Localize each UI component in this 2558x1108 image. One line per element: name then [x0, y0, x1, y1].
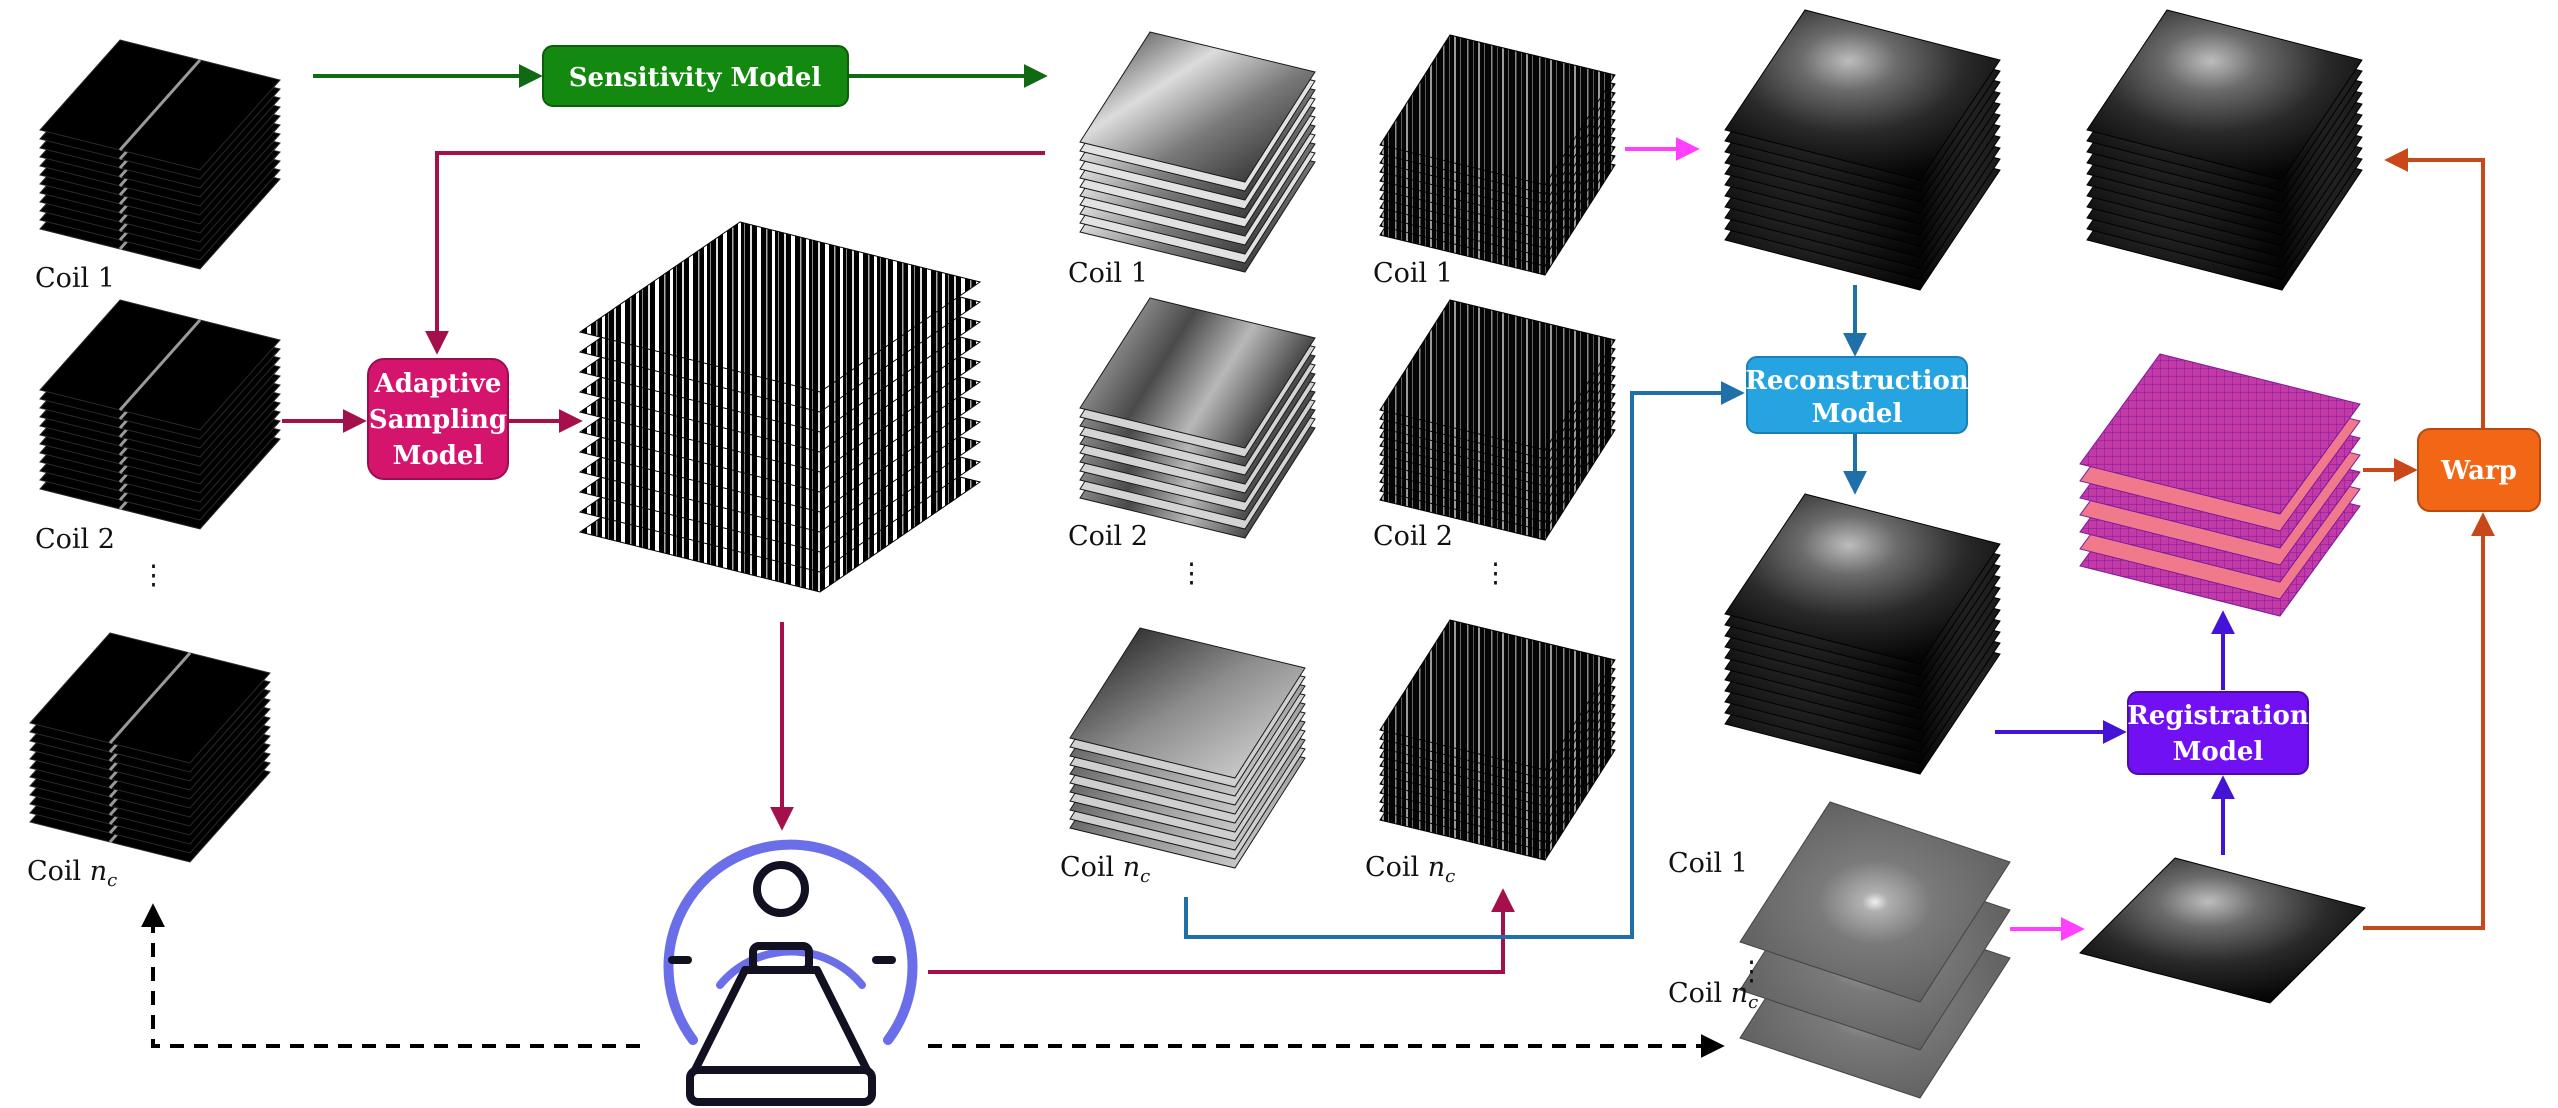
sensitivity-map-coil-1	[1079, 31, 1316, 273]
adaptive-line1: Adaptive	[374, 369, 502, 399]
sensitivity-map-coil-nc	[1069, 627, 1306, 869]
sensitivity-map-coil-2-slice	[1079, 297, 1316, 449]
coil-nc-label-under: Coil nc	[1365, 852, 1455, 887]
adaptive-sampling-rect	[367, 358, 509, 480]
coil-nc-sub: c	[107, 870, 117, 891]
sensitivity-model-rect	[542, 45, 849, 107]
arrow-maps-to-adaptive	[425, 151, 1045, 355]
reconstructed-image-stack	[1724, 493, 2001, 775]
sampling-mask-stack	[578, 221, 982, 593]
coarse-image-stack	[1724, 9, 2001, 291]
sensitivity-map-coil-2	[1079, 297, 1316, 539]
coil-nc-input-stack	[29, 632, 271, 863]
registration-rect	[2127, 691, 2309, 775]
registration-model-box: Registration Model	[2127, 691, 2309, 775]
sensitivity-map-coil-nc-slice	[1069, 627, 1306, 779]
registration-line2: Model	[2173, 737, 2264, 767]
coil-nc-input-stack-line-signal	[108, 652, 192, 744]
coil-nc-label-left: Coil nc	[27, 856, 117, 891]
coil-nc-prefix: Coil	[1668, 978, 1731, 1009]
coil-2-label-left: Coil 2	[35, 524, 115, 555]
sensitivity-model-label: Sensitivity Model	[569, 63, 822, 93]
kspace-stack	[1739, 801, 2011, 1099]
adaptive-line3: Model	[393, 441, 484, 471]
arrow-scanner-to-undersampled	[928, 888, 1515, 974]
warp-label: Warp	[2440, 456, 2517, 486]
warped-output-stack-slice	[2086, 9, 2363, 181]
deformation-field-stack	[2079, 353, 2361, 617]
warp-rect	[2417, 428, 2541, 512]
undersampled-coil-2	[1379, 299, 1616, 541]
coil-1-label-kspace: Coil 1	[1668, 848, 1748, 879]
warp-box: Warp	[2417, 428, 2541, 512]
coil-nc-var: n	[90, 856, 107, 887]
adaptive-line2: Sampling	[369, 405, 507, 435]
undersampled-coil-nc-slice	[1379, 619, 1616, 771]
coil-nc-sub: c	[1748, 992, 1758, 1013]
coarse-image-stack-slice	[1724, 9, 2001, 181]
sensitivity-map-coil-1-slice	[1079, 31, 1316, 183]
scanner-inner-arc	[716, 947, 866, 989]
target-frame-slice	[2079, 857, 2366, 1004]
reconstruction-line1: Reconstruction	[1745, 366, 1969, 396]
coil-2-input-stack-line-signal	[118, 319, 202, 411]
coil-1-input-stack-line-signal	[118, 59, 202, 151]
coil-labels: Coil 1 Coil 2 ⋮ Coil nc Coil 1 Coil 2 ⋮ …	[27, 258, 1765, 1013]
coil-nc-sub: c	[1140, 866, 1150, 887]
coil-nc-prefix: Coil	[1060, 852, 1123, 883]
ellipsis-under: ⋮	[1482, 558, 1509, 589]
coil-1-input-stack	[39, 39, 281, 270]
arrow-target-to-warp	[2363, 512, 2495, 930]
deformation-field-stack-slice	[2079, 353, 2361, 515]
image-stacks	[29, 9, 2366, 1099]
reconstruction-model-box: Reconstruction Model	[1745, 356, 1969, 434]
registration-line1: Registration	[2127, 701, 2309, 731]
ellipsis-left: ⋮	[140, 560, 167, 591]
undersampled-coil-nc	[1379, 619, 1616, 861]
coil-2-label-under: Coil 2	[1373, 521, 1453, 552]
coil-2-label-sens: Coil 2	[1068, 521, 1148, 552]
coil-nc-prefix: Coil	[1365, 852, 1428, 883]
undersampled-coil-2-slice	[1379, 299, 1616, 451]
undersampled-coil-1-slice	[1379, 34, 1616, 186]
mri-scanner-icon	[663, 839, 918, 1106]
coil-nc-label-sens: Coil nc	[1060, 852, 1150, 887]
scanner-bed	[686, 1066, 876, 1106]
coil-nc-var: n	[1731, 978, 1748, 1009]
target-frame	[2079, 857, 2366, 1004]
warped-output-stack	[2086, 9, 2363, 291]
reconstructed-image-stack-slice	[1724, 493, 2001, 665]
coil-2-input-stack	[39, 299, 281, 530]
coil-nc-sub: c	[1445, 866, 1455, 887]
undersampled-coil-1	[1379, 34, 1616, 276]
coil-1-label-under: Coil 1	[1373, 258, 1453, 289]
arrow-warp-to-output	[2384, 148, 2485, 428]
coil-nc-var: n	[1123, 852, 1140, 883]
reconstruction-rect	[1746, 356, 1968, 434]
arrows	[141, 64, 2495, 1058]
kspace-stack-slice	[1739, 801, 2011, 1003]
ellipsis-kspace: ⋮	[1738, 956, 1765, 987]
ellipsis-sens: ⋮	[1178, 558, 1205, 589]
sensitivity-model-box: Sensitivity Model	[542, 45, 849, 107]
arrow-scanner-to-coils	[141, 903, 640, 1048]
scanner-head	[753, 861, 809, 917]
adaptive-sampling-model-box: Adaptive Sampling Model	[367, 358, 509, 480]
arrow-undersampled-to-recon	[1184, 381, 1745, 939]
sampling-mask-stack-slice	[578, 221, 982, 393]
coil-nc-label-kspace: Coil nc	[1668, 978, 1758, 1013]
reconstruction-line2: Model	[1812, 399, 1903, 429]
coil-1-label-left: Coil 1	[35, 263, 115, 294]
coil-nc-prefix: Coil	[27, 856, 90, 887]
coil-1-label-sens: Coil 1	[1068, 258, 1148, 289]
coil-nc-var: n	[1428, 852, 1445, 883]
